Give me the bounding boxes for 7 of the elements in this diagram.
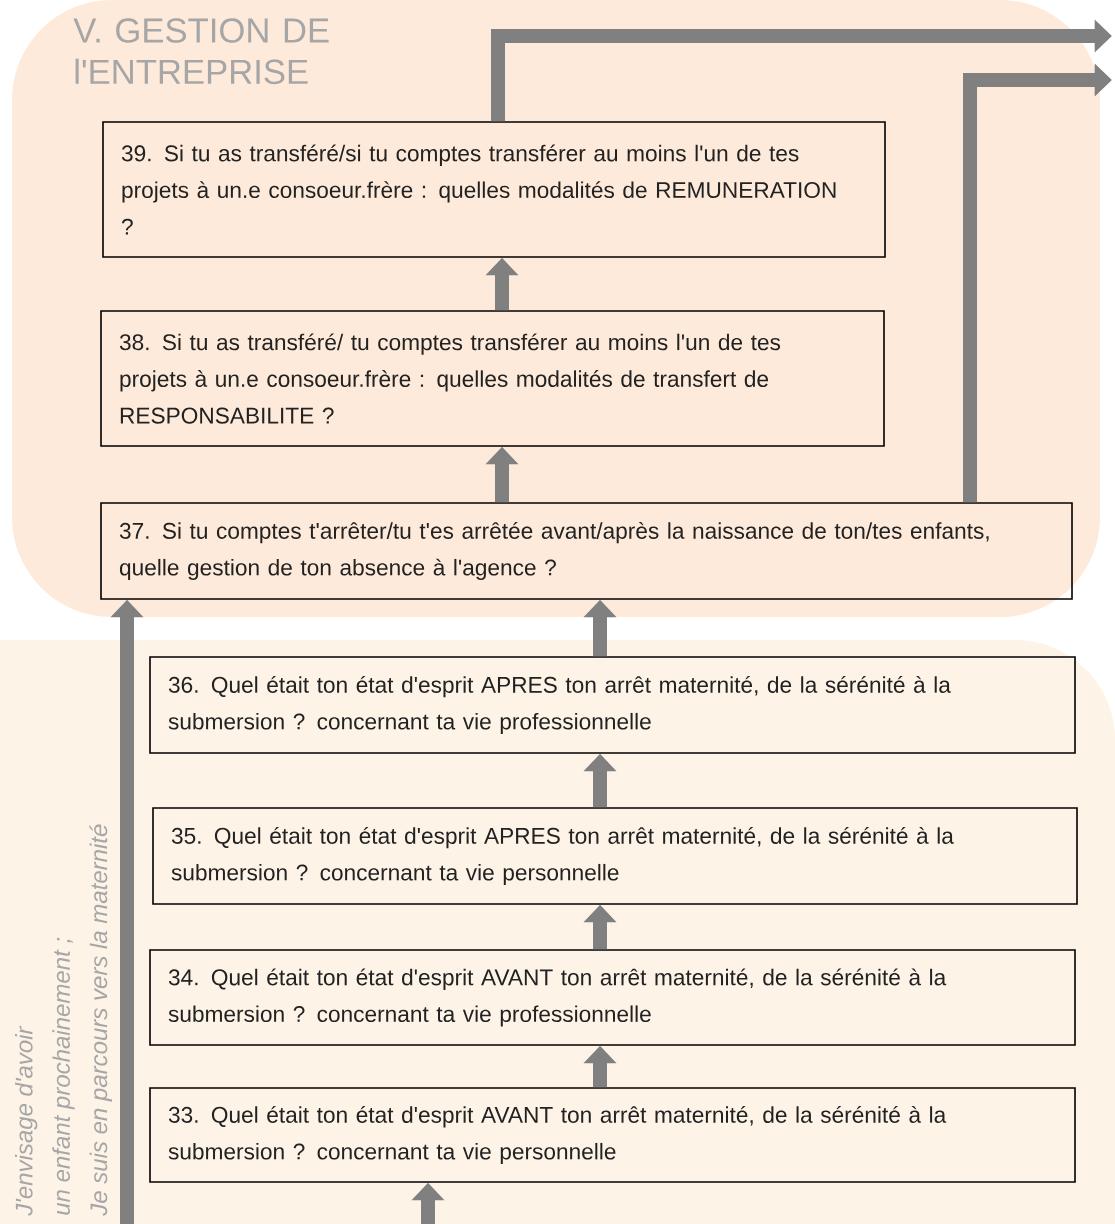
question-box: 37. Si tu comptes t'arrêter/tu t'es arrêtée avant/après la naissance de ton/tes enfants, quelle gestion de ton absence à l'agence ? xyxy=(100,502,1073,600)
question-box: 33. Quel était ton état d'esprit AVANT ton arrêt maternité, de la sérénité à la submersion ? concernant ta vie personnelle xyxy=(149,1087,1076,1183)
question-box: 35. Quel était ton état d'esprit APRES ton arrêt maternité, de la sérénité à la submersion ? concernant ta vie personnelle xyxy=(152,807,1078,905)
question-box: 34. Quel était ton état d'esprit AVANT ton arrêt maternité, de la sérénité à la submersion ? concernant ta vie professionnelle xyxy=(149,949,1076,1046)
question-box: 38. Si tu as transféré/ tu comptes transférer au moins l'un de tes projets à un.e consoeur.frère : quelles modalités de transfert de RESPONSABILITE ? xyxy=(100,310,885,447)
question-box: 39. Si tu as transféré/si tu comptes transférer au moins l'un de tes projets à un.e consoeur.frère : quelles modalités de REMUNERATION ? xyxy=(102,121,886,258)
question-box: 36. Quel était ton état d'esprit APRES ton arrêt maternité, de la sérénité à la submersion ? concernant ta vie professionnelle xyxy=(149,656,1076,754)
